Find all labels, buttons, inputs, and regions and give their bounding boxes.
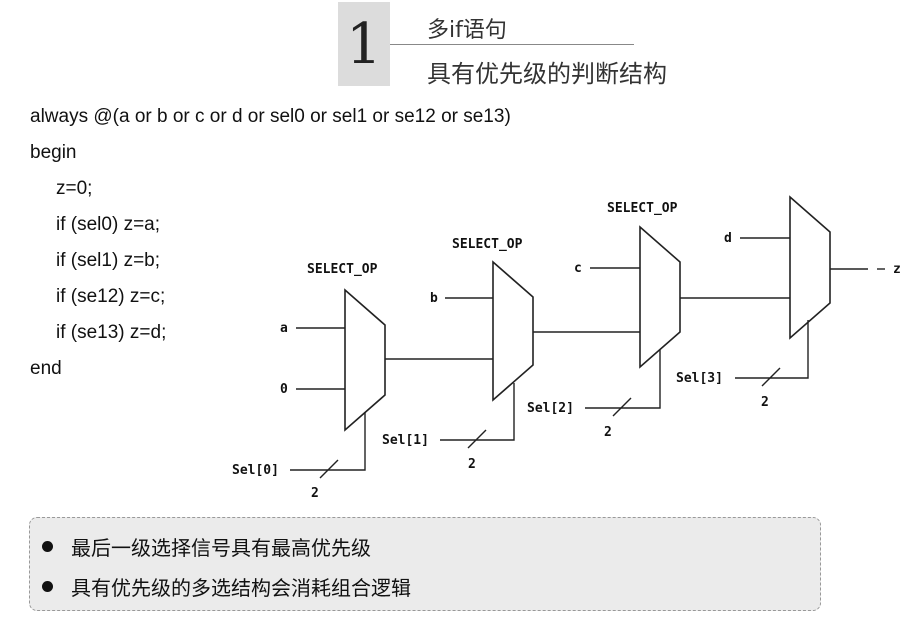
sel3-wire: [735, 320, 809, 379]
code-line: if (se12) z=c;: [56, 286, 166, 307]
input-b-label: b: [430, 291, 438, 306]
mux-3: [639, 225, 681, 369]
code-line: if (se13) z=d;: [56, 322, 167, 343]
section-number: 1: [346, 11, 382, 77]
code-line: always @(a or b or c or d or sel0 or sel…: [30, 106, 511, 127]
sel0-bus-slash: [319, 459, 339, 479]
input-c-label: c: [574, 261, 582, 276]
sel3-bus-slash: [761, 367, 781, 387]
note-text: 具有优先级的多选结构会消耗组合逻辑: [71, 576, 411, 600]
code-line: z=0;: [56, 178, 93, 199]
mux-1-label: SELECT_OP: [307, 262, 378, 277]
code-line: if (sel0) z=a;: [56, 214, 161, 235]
input-d-label: d: [724, 231, 732, 246]
output-z-label: z: [893, 262, 901, 277]
section-number-box: 1: [338, 2, 390, 86]
notes-box: 最后一级选择信号具有最高优先级 具有优先级的多选结构会消耗组合逻辑: [29, 517, 821, 611]
bullet-icon: [42, 581, 53, 592]
code-line: begin: [30, 142, 77, 163]
mux-3-label: SELECT_OP: [607, 201, 678, 216]
input-zero-label: 0: [280, 382, 288, 397]
code-line: if (sel1) z=b;: [56, 250, 161, 271]
bullet-icon: [42, 541, 53, 552]
sel1-label: Sel[1]: [382, 433, 429, 448]
sel2-label: Sel[2]: [527, 401, 574, 416]
sel1-wire: [440, 383, 515, 441]
input-a-label: a: [280, 321, 288, 336]
header-divider: [390, 44, 634, 45]
sel1-width: 2: [468, 457, 476, 472]
sel3-width: 2: [761, 395, 769, 410]
mux-2-label: SELECT_OP: [452, 237, 523, 252]
mux-2: [492, 260, 534, 402]
section-title: 多if语句: [427, 18, 507, 43]
mux-1: [344, 288, 386, 432]
sel2-width: 2: [604, 425, 612, 440]
sel0-label: Sel[0]: [232, 463, 279, 478]
sel2-wire: [585, 350, 661, 409]
sel0-wire: [290, 412, 366, 471]
sel1-bus-slash: [467, 429, 487, 449]
section-subtitle: 具有优先级的判断结构: [427, 60, 667, 88]
sel2-bus-slash: [612, 397, 632, 417]
sel3-label: Sel[3]: [676, 371, 723, 386]
mux-4: [789, 195, 831, 340]
note-item: 具有优先级的多选结构会消耗组合逻辑: [42, 572, 411, 601]
code-line: end: [30, 358, 62, 379]
note-text: 最后一级选择信号具有最高优先级: [71, 536, 371, 560]
sel0-width: 2: [311, 486, 319, 501]
note-item: 最后一级选择信号具有最高优先级: [42, 532, 371, 561]
